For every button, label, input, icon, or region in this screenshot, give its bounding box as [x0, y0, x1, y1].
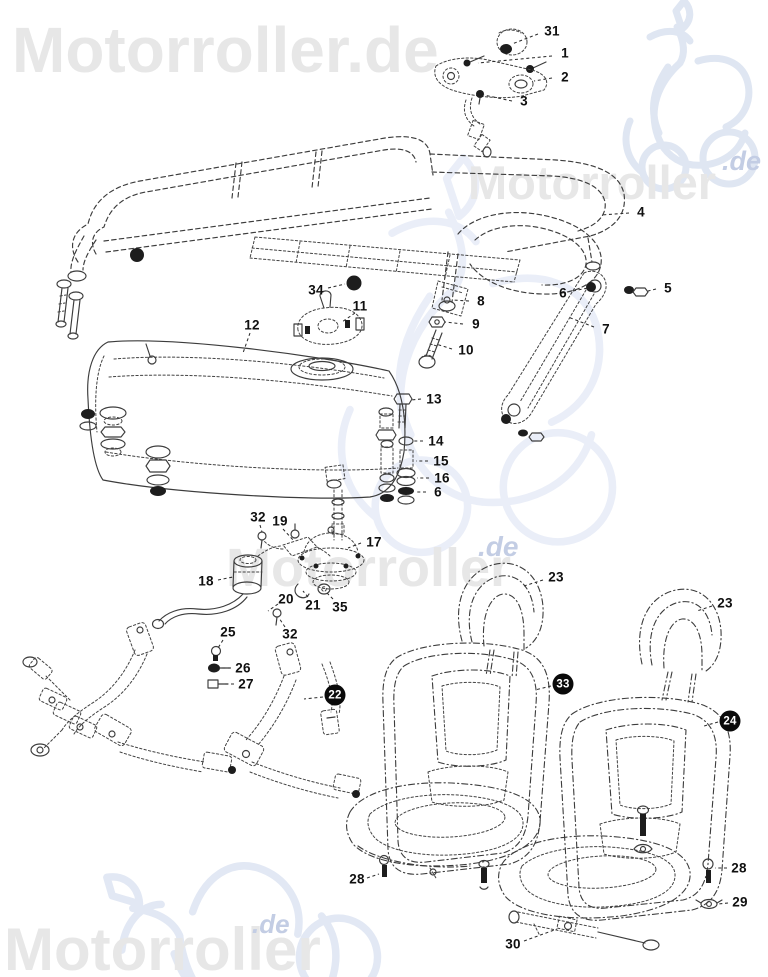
small-bolts-25-26-27: [207, 645, 231, 689]
leader-line-35: [326, 592, 334, 600]
leader-line-28: [366, 873, 380, 879]
callout-leader-lines: [217, 33, 729, 942]
fuel-hose-part-20: [151, 583, 331, 630]
bracket-parts-8-9-10: [418, 280, 469, 369]
leader-line-12: [242, 332, 251, 354]
watermark-text-center: Motorroller: [226, 538, 511, 598]
seat-right-part-24: [498, 588, 731, 951]
leader-line-29: [717, 902, 729, 905]
leader-line-32: [278, 617, 286, 628]
leader-line-2: [533, 77, 553, 82]
leader-line-24: [703, 721, 719, 727]
watermark-text-bottom-left: Motorroller: [4, 916, 321, 977]
leader-line-11: [341, 312, 356, 323]
leader-line-19: [282, 528, 295, 542]
fuel-sender-part-17: [297, 464, 365, 590]
headrest-part-23-right: [639, 588, 722, 703]
leader-line-5: [647, 288, 657, 292]
watermark-text-top-left: Motorroller.de: [12, 14, 439, 86]
leader-line-9: [444, 321, 464, 325]
tank-hardware-right-13-14-15-16-6: [375, 393, 416, 505]
leader-line-17: [347, 542, 362, 549]
fuel-filter-part-18: [232, 545, 283, 595]
leader-line-13: [410, 398, 422, 401]
leader-line-31: [511, 33, 539, 45]
seat-rail-part-30: [508, 910, 660, 951]
leader-line-25: [217, 639, 224, 649]
leader-line-23: [696, 605, 713, 612]
leader-line-7: [567, 316, 595, 328]
leader-line-22: [303, 696, 324, 700]
seat-left-part-33: [346, 562, 550, 890]
rack-part-4: [55, 136, 626, 340]
latch-assembly-parts-1-2-3-31: [434, 28, 548, 158]
link-strap-part-7: [501, 270, 649, 442]
leader-line-32: [259, 524, 263, 533]
rubber-bumper: [130, 248, 144, 262]
watermark-tld-center: .de: [478, 531, 518, 562]
leader-line-8: [451, 299, 470, 302]
leader-line-21: [302, 590, 309, 598]
leader-line-10: [435, 343, 453, 350]
fuel-cap-part-11: [293, 290, 365, 345]
watermark-tld-bottom-left: .de: [252, 909, 290, 939]
watermark-layer: Motorroller.de Motorroller .de Motorroll…: [4, 1, 761, 977]
leader-line-3: [483, 94, 513, 102]
leader-line-1: [477, 55, 553, 64]
watermark-tld-right: .de: [722, 146, 761, 176]
watermark-text-right: Motorroller: [468, 156, 716, 209]
rubber-bumper-part-34: [346, 275, 362, 291]
headrest-part-23-left: [458, 562, 544, 679]
leader-line-18: [217, 576, 234, 581]
leader-line-33: [534, 685, 552, 691]
leader-line-34: [327, 283, 346, 289]
seat-belts-part-22: [22, 622, 362, 799]
leader-line-4: [600, 212, 630, 216]
leader-line-20: [267, 603, 279, 612]
tank-mounting-hardware-left: [79, 406, 171, 496]
tank-part-12: [87, 340, 406, 499]
leader-line-30: [523, 928, 558, 942]
leader-line-23: [523, 579, 544, 587]
leader-line-6: [572, 287, 589, 292]
